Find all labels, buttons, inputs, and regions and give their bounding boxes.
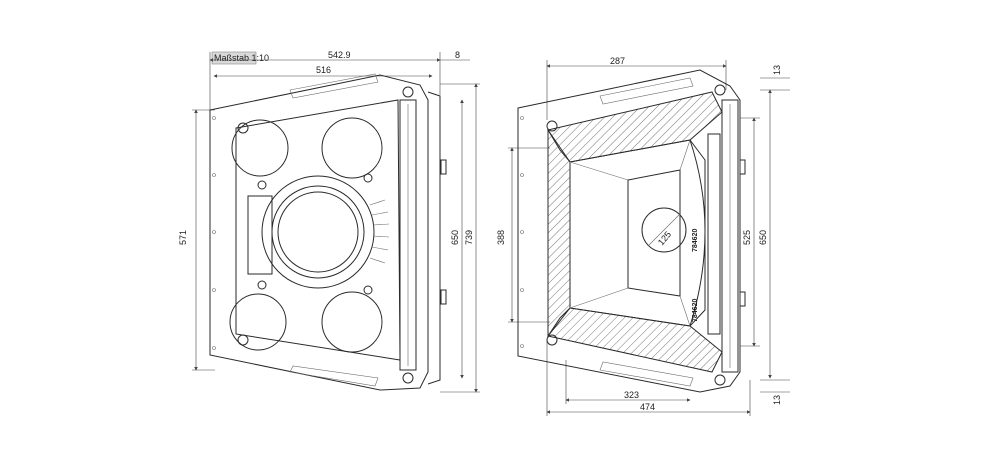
section-screws — [546, 84, 726, 386]
front-inner-panel — [235, 99, 401, 361]
door-tab-lower — [739, 291, 746, 307]
liner-top-hatched — [547, 91, 723, 163]
firebox-edge-bl — [569, 287, 629, 309]
flue-circle — [641, 207, 687, 253]
front-right-bracket — [427, 91, 441, 385]
front-bracket-tab — [440, 159, 447, 175]
flue-left-block — [247, 195, 273, 275]
front-bracket-tab-lower — [440, 289, 447, 305]
door-glass — [707, 133, 721, 335]
firebox-interior — [569, 139, 706, 327]
door-frame — [721, 99, 739, 373]
dim-right-outer: 650 — [758, 230, 768, 245]
front-top-flange — [289, 73, 379, 99]
firebox-curved-baffle — [689, 139, 706, 327]
corner-circle-top-right — [321, 117, 383, 179]
dim-top-width: 287 — [610, 56, 625, 66]
part-number-1: 784620 — [692, 229, 699, 252]
dim-right-inner: 650 — [450, 230, 460, 245]
section-view: 287 13 525 650 388 323 474 13 — [496, 56, 790, 416]
dim-top-inner: 516 — [316, 65, 331, 75]
liner-left-hatched — [547, 128, 571, 338]
firebox-edge-tr — [679, 139, 691, 171]
dim-left-height: 571 — [178, 230, 188, 245]
flue-inner-ring — [277, 191, 359, 273]
section-bottom-flange — [599, 361, 694, 387]
corner-circle-bottom-right — [321, 291, 383, 353]
door-tab-upper — [739, 159, 746, 175]
flue-fins — [369, 199, 390, 264]
flue-circle-diameter — [647, 213, 681, 247]
section-left-dots — [520, 116, 524, 348]
dim-right-inner: 525 — [742, 230, 752, 245]
firebox-back-wall — [627, 169, 681, 297]
dim-circle: 125 — [656, 229, 673, 247]
front-screws — [237, 86, 414, 384]
firebox-edge-tl — [569, 161, 629, 181]
scale-label: Maßstab 1:10 — [214, 53, 269, 63]
section-outer-frame — [517, 69, 741, 393]
dim-right-outer: 739 — [464, 230, 474, 245]
front-outer-frame — [209, 74, 429, 391]
dim-top-outer: 542.9 — [328, 50, 351, 60]
part-number-2: 784620 — [692, 299, 699, 322]
front-view: Maßstab 1:10 542.9 516 8 571 650 739 — [178, 50, 480, 393]
dim-bottom-right: 13 — [772, 395, 782, 405]
front-left-dots — [212, 116, 216, 350]
section-top-flange — [599, 77, 694, 105]
front-bottom-flange — [289, 365, 379, 387]
dim-left-height: 388 — [496, 230, 506, 245]
firebox-edge-br — [679, 295, 691, 327]
dim-bottom-inner: 323 — [624, 390, 639, 400]
front-side-rail — [399, 99, 417, 371]
dim-bottom-outer: 474 — [640, 402, 655, 412]
flue-outer-ring — [261, 175, 375, 289]
dim-top-right: 13 — [772, 65, 782, 75]
corner-circle-bottom-left — [229, 293, 287, 351]
flue-mid-ring — [271, 185, 365, 279]
dim-top-right: 8 — [455, 50, 460, 60]
corner-circle-top-left — [231, 119, 289, 177]
